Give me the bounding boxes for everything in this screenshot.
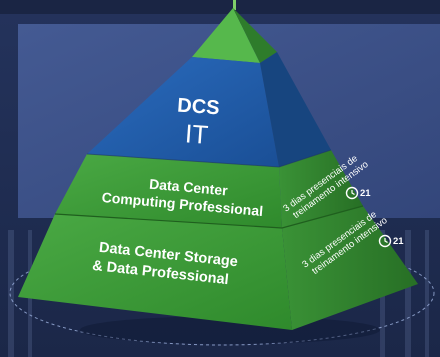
clock-icon <box>345 186 359 200</box>
bottom-tier-side <box>282 206 418 330</box>
top-tier-title: DCS <box>177 95 221 120</box>
middle-tier-line1: Data Center <box>149 176 229 199</box>
apex-stem <box>233 0 236 10</box>
middle-tier-side <box>279 150 363 228</box>
top-tier-side <box>260 52 331 167</box>
tier-separator-2 <box>54 205 364 229</box>
clock-icon <box>378 234 392 248</box>
top-tier-subtitle: IT <box>184 118 209 150</box>
top-frame <box>0 0 440 14</box>
bottom-tier-front <box>18 214 292 330</box>
apex-left-face <box>192 8 260 63</box>
middle-side-badge: 21 <box>345 186 371 200</box>
middle-side-badge-text: 21 <box>360 188 371 199</box>
apex-right-face <box>233 8 277 63</box>
bottom-side-badge-text: 21 <box>393 236 404 247</box>
bottom-side-badge: 21 <box>378 234 404 248</box>
middle-tier-front <box>55 154 282 228</box>
clock-hands-icon <box>384 238 388 244</box>
top-tier-front <box>87 57 279 167</box>
clock-hands-icon <box>351 190 355 196</box>
tier-separator-1 <box>86 149 332 168</box>
